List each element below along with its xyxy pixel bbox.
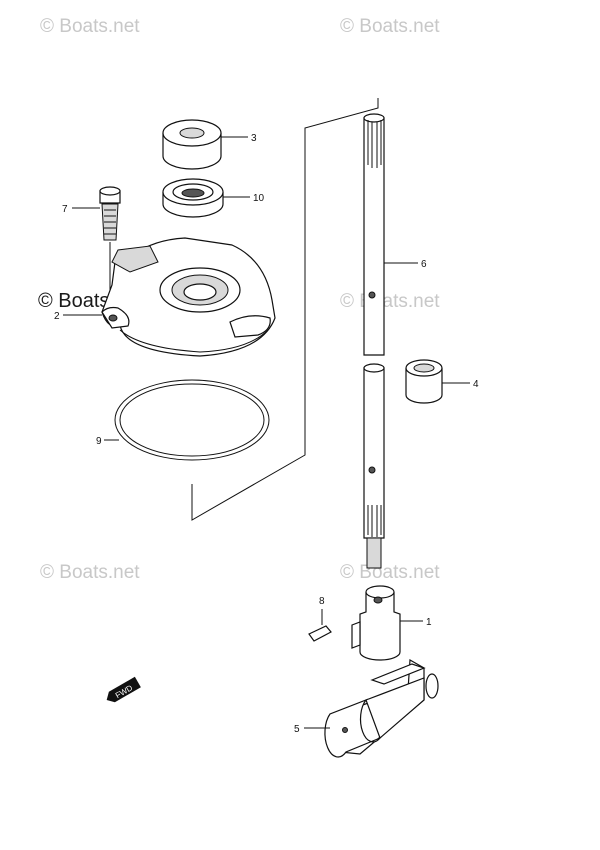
part-3-bushing	[162, 119, 222, 170]
part-1-coupler	[351, 585, 401, 661]
callout-3: 3	[251, 133, 257, 144]
callout-8: 8	[319, 596, 325, 607]
callout-9: 9	[96, 436, 102, 447]
part-5-shift-joint	[324, 659, 439, 758]
part-4-collar	[405, 359, 443, 404]
watermark: © Boats.net	[40, 562, 140, 583]
callout-5: 5	[294, 724, 300, 735]
assembly-bracket-line	[191, 98, 379, 521]
callout-4: 4	[473, 379, 479, 390]
part-9-o-ring	[114, 379, 270, 461]
watermark: © Boats.net	[40, 16, 140, 37]
watermark: © Boats.net	[340, 291, 440, 312]
watermark: © Boats.net	[340, 562, 440, 583]
part-6-drive-shaft	[363, 113, 385, 569]
callout-2: 2	[54, 311, 60, 322]
callout-10: 10	[253, 193, 265, 204]
fwd-arrow-icon: FWD	[106, 676, 141, 703]
watermark: © Boats.net	[340, 16, 440, 37]
part-2-pump-case	[101, 237, 276, 357]
callout-7: 7	[62, 204, 68, 215]
callout-1: 1	[426, 617, 432, 628]
part-8-pin	[308, 625, 332, 642]
callout-6: 6	[421, 259, 427, 270]
part-10-oil-seal	[162, 178, 224, 218]
part-7-bolt	[99, 186, 121, 241]
